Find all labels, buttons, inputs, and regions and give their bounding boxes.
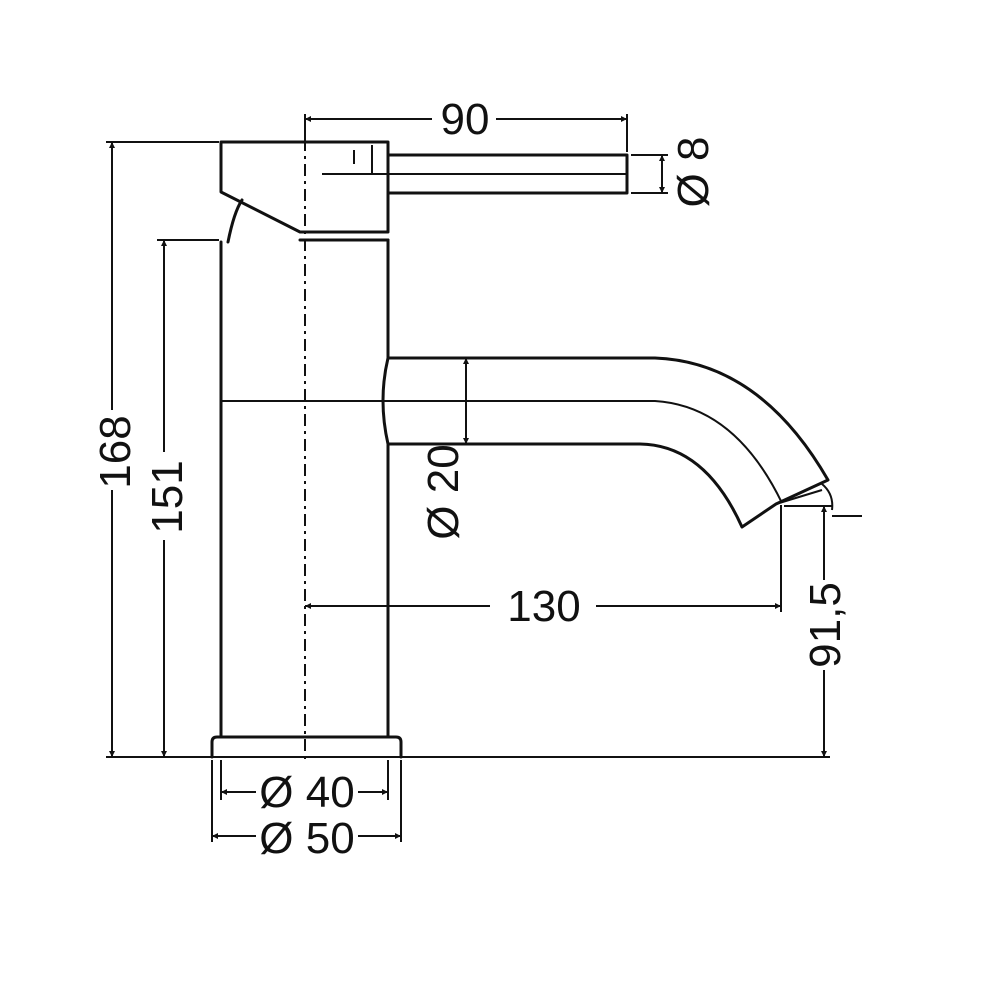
base-plate	[210, 735, 403, 759]
aerator-edge	[775, 489, 823, 505]
dim-label-spout-diameter: Ø 20	[419, 444, 468, 539]
dimension-lines	[106, 114, 862, 842]
dim-label-spout-reach: 130	[507, 582, 580, 631]
dimension-labels: 90 Ø 8 168 151 Ø 20 130 91,5 Ø 40 Ø 50	[91, 95, 850, 863]
lever-body	[219, 140, 390, 234]
aerator-angle-arc	[821, 483, 834, 511]
spout	[381, 356, 830, 529]
dim-label-lever-diameter: Ø 8	[669, 137, 718, 208]
lever-neck	[226, 198, 244, 244]
faucet-outline	[210, 140, 830, 759]
spout-centerline	[221, 400, 783, 504]
dim-label-lever-length: 90	[441, 95, 490, 144]
dim-label-base-diameter: Ø 50	[259, 814, 354, 863]
dim-label-spout-height: 91,5	[801, 582, 850, 668]
dim-label-body-diameter: Ø 40	[259, 768, 354, 817]
dim-label-body-height: 151	[143, 460, 192, 533]
dim-label-total-height: 168	[91, 415, 140, 488]
